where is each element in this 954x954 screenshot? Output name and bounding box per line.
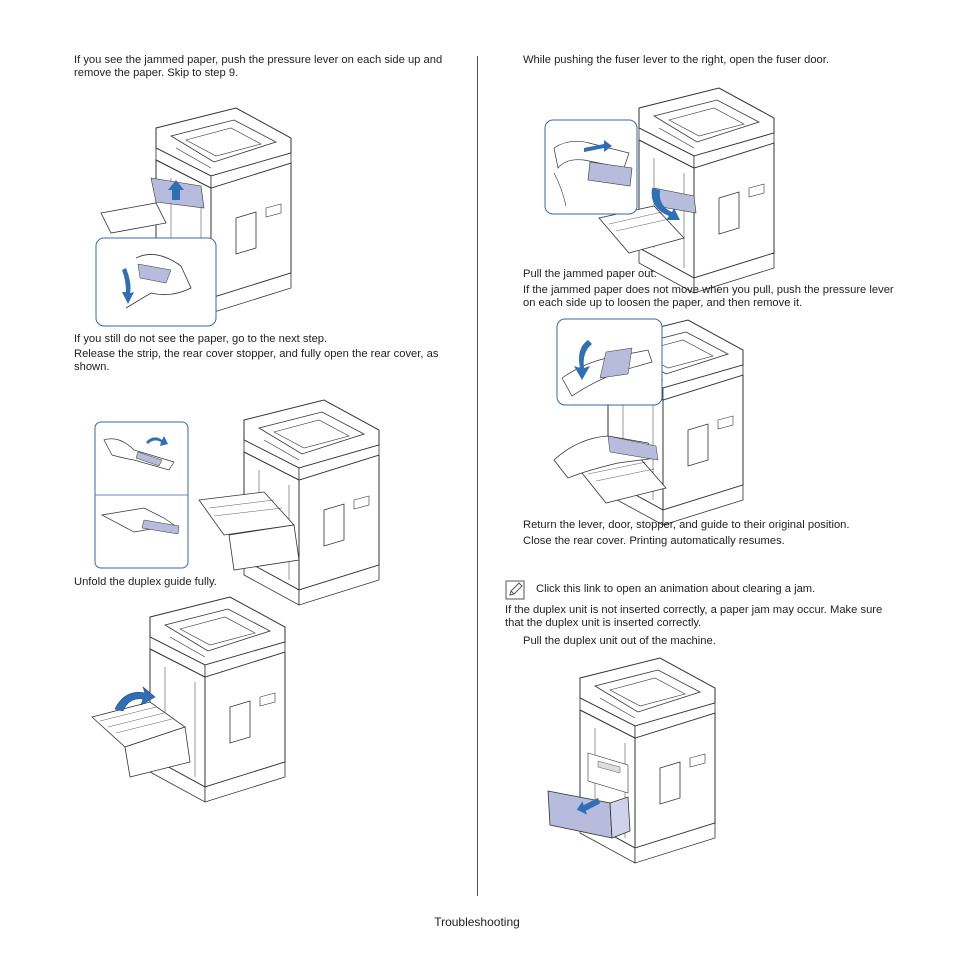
step-push-pressure-lever: If you see the jammed paper, push the pr…	[74, 54, 443, 79]
footer-section-name: Troubleshooting	[434, 915, 520, 929]
step-unfold-duplex: Unfold the duplex guide fully.	[74, 576, 217, 588]
step-return-lever: Return the lever, door, stopper, and gui…	[523, 519, 850, 531]
illustration-unfold-duplex-guide	[90, 596, 290, 803]
step-paper-not-move: If the jammed paper does not move when y…	[523, 284, 894, 309]
animation-link[interactable]: Click this link to open an animation abo…	[536, 583, 816, 595]
step-no-paper: If you still do not see the paper, go to…	[74, 333, 328, 345]
note-pencil-icon	[505, 580, 525, 600]
step-release-strip: Release the strip, the rear cover stoppe…	[74, 348, 439, 373]
step-fuser-lever: While pushing the fuser lever to the rig…	[523, 54, 829, 66]
illustration-pull-duplex-unit	[540, 653, 720, 864]
duplex-warning: If the duplex unit is not inserted corre…	[505, 604, 883, 629]
step-pull-duplex: Pull the duplex unit out of the machine.	[523, 635, 716, 647]
step-close-cover: Close the rear cover. Printing automatic…	[523, 535, 785, 547]
illustration-pull-jammed-paper	[548, 318, 748, 526]
illustration-push-lever	[95, 107, 306, 328]
column-divider	[477, 56, 478, 896]
step-pull-paper: Pull the jammed paper out.	[523, 268, 657, 280]
illustration-open-rear-cover	[94, 399, 394, 606]
illustration-open-fuser-door	[544, 87, 775, 294]
